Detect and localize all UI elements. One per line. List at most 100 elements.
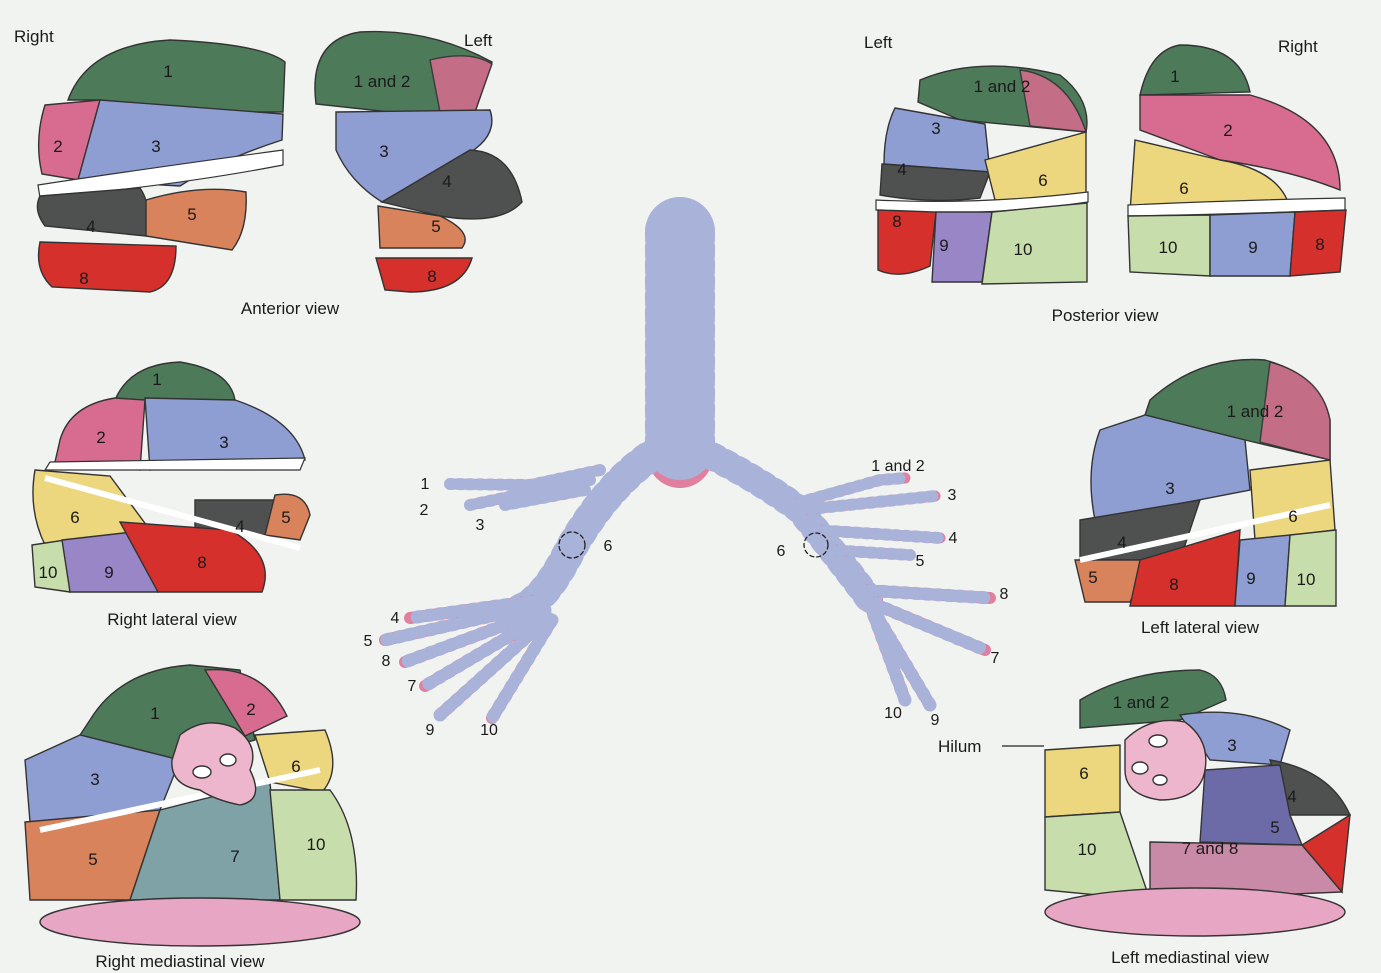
- hilum: [171, 722, 257, 806]
- segment-1: [66, 39, 286, 113]
- label-5: 5: [88, 850, 97, 869]
- tree-right-label-8: 8: [382, 653, 391, 670]
- posterior-right-header: Right: [1278, 37, 1318, 56]
- label-5: 5: [281, 508, 290, 527]
- label-2: 2: [53, 137, 62, 156]
- left-bronchus: [686, 436, 997, 712]
- anterior-right-lung: [36, 39, 286, 293]
- anterior-right-header: Right: [14, 27, 54, 46]
- tree-right-label-6: 6: [604, 538, 613, 555]
- label-7: 7: [230, 847, 239, 866]
- label-1-and-2: 1 and 2: [354, 72, 411, 91]
- label-3: 3: [90, 770, 99, 789]
- right-mediastinal-view-title: Right mediastinal view: [95, 952, 265, 971]
- segment-9: [1234, 534, 1291, 607]
- right-lateral-lung: [31, 361, 311, 593]
- segment-10: [269, 789, 358, 901]
- bronchial-tree: [378, 197, 997, 725]
- segment-5: [377, 205, 466, 249]
- segment-3: [24, 734, 181, 823]
- tree-right-label-3: 3: [476, 517, 485, 534]
- left-lateral-view: 1 and 2 3 6 4 5 8 9 10 Left lateral view: [1074, 358, 1337, 637]
- posterior-view: Left Right 1 and 2 3 4 6 8 9 10 1 2 6 10…: [864, 33, 1347, 325]
- left-mediastinal-lung: [1044, 669, 1352, 937]
- tree-left-label-7: 7: [991, 650, 1000, 667]
- label-6: 6: [1288, 507, 1297, 526]
- label-4: 4: [1287, 787, 1296, 806]
- tree-right-label-9: 9: [426, 722, 435, 739]
- label-1-and-2: 1 and 2: [974, 77, 1031, 96]
- tree-right-label-5: 5: [364, 633, 373, 650]
- label-1-and-2: 1 and 2: [1227, 402, 1284, 421]
- label-8: 8: [1315, 235, 1324, 254]
- anterior-view: Right Left 1 2 3 4 5 8 1 and 2 3 4 5 8 A…: [14, 27, 523, 318]
- left-mediastinal-view-title: Left mediastinal view: [1111, 948, 1270, 967]
- segment-2: [203, 668, 288, 737]
- label-1: 1: [150, 704, 159, 723]
- label-4: 4: [442, 172, 451, 191]
- hilum: [1124, 719, 1207, 801]
- label-1: 1: [152, 370, 161, 389]
- label-6: 6: [1179, 179, 1188, 198]
- label-3: 3: [219, 433, 228, 452]
- label-4: 4: [235, 517, 244, 536]
- label-8: 8: [79, 269, 88, 288]
- segment-8: [375, 257, 473, 293]
- tree-right-label-10: 10: [480, 722, 498, 739]
- label-3: 3: [931, 119, 940, 138]
- right-lateral-view-title: Right lateral view: [107, 610, 237, 629]
- anterior-left-lung: [314, 30, 523, 293]
- segment-10: [1044, 811, 1152, 901]
- segment-2: [54, 397, 146, 471]
- label-10: 10: [307, 835, 326, 854]
- label-3: 3: [379, 142, 388, 161]
- segment-3: [1178, 711, 1291, 766]
- label-4: 4: [897, 160, 906, 179]
- label-5: 5: [187, 205, 196, 224]
- label-6: 6: [70, 508, 79, 527]
- segment-8: [1289, 209, 1347, 277]
- label-6: 6: [1079, 764, 1088, 783]
- tree-left-label-8: 8: [1000, 586, 1009, 603]
- label-2: 2: [1223, 121, 1232, 140]
- label-8: 8: [892, 212, 901, 231]
- segment-4: [879, 163, 991, 202]
- label-10: 10: [39, 563, 58, 582]
- label-2: 2: [96, 428, 105, 447]
- segment-5: [264, 493, 311, 541]
- anterior-left-header: Left: [464, 31, 493, 50]
- tree-right-label-4: 4: [391, 610, 400, 627]
- right-lateral-view: 1 2 3 6 4 5 10 9 8 Right lateral view: [31, 361, 311, 629]
- tree-left-label-9: 9: [931, 712, 940, 729]
- label-2: 2: [246, 700, 255, 719]
- segment-4: [380, 149, 523, 220]
- hilum-label: Hilum: [938, 737, 981, 756]
- tree-left-label-3: 3: [948, 487, 957, 504]
- label-3: 3: [151, 137, 160, 156]
- right-mediastinal-lung: [24, 664, 361, 947]
- segment-2: [37, 99, 101, 181]
- posterior-view-title: Posterior view: [1052, 306, 1159, 325]
- label-10: 10: [1297, 570, 1316, 589]
- label-9: 9: [104, 563, 113, 582]
- diaphragmatic-base: [1044, 887, 1346, 937]
- segment-2: [1139, 94, 1341, 192]
- label-1: 1: [163, 62, 172, 81]
- left-lateral-view-title: Left lateral view: [1141, 618, 1260, 637]
- label-5: 5: [1088, 568, 1097, 587]
- diaphragmatic-base: [39, 897, 361, 947]
- left-mediastinal-view: Hilum 1 and 2 3 6 4 5 10 7 and 8 Left me…: [938, 669, 1352, 967]
- bronchial-tree-labels: 1 2 3 6 4 5 8 7 9 10 1 and 2 3 4 6 5 8 7…: [364, 458, 1009, 739]
- tree-left-label-4: 4: [949, 530, 958, 547]
- label-8: 8: [427, 267, 436, 286]
- label-6: 6: [1038, 171, 1047, 190]
- label-6: 6: [291, 757, 300, 776]
- label-5: 5: [1270, 818, 1279, 837]
- posterior-left-header: Left: [864, 33, 893, 52]
- label-4: 4: [86, 217, 95, 236]
- tree-right-label-7: 7: [408, 678, 417, 695]
- segment-1: [113, 361, 236, 401]
- tree-right-label-1: 1: [421, 476, 430, 493]
